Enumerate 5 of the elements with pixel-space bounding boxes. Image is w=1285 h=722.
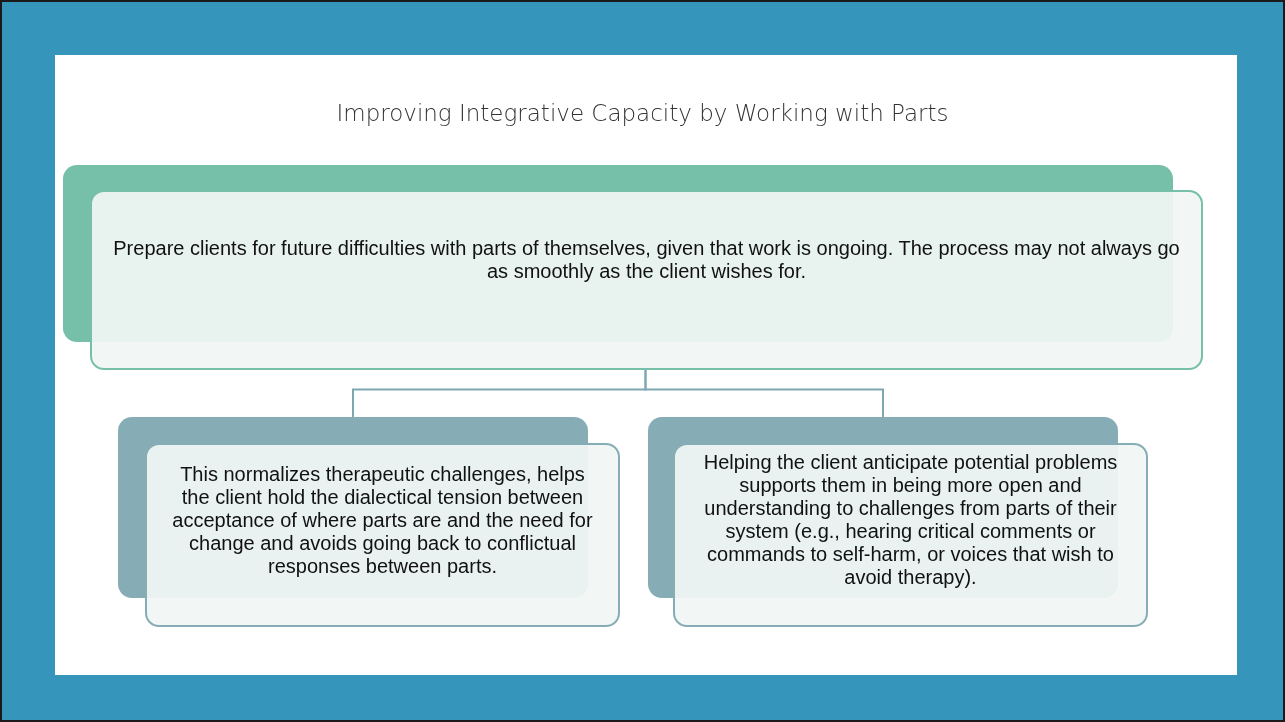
card-text: Prepare clients for future difficulties with parts of themselves, given that work is ongoing. The process may not always go as smoothly as the client wishes for. [112,237,1181,283]
connector-line [644,369,884,418]
title: Improving Integrative Capacity by Working with Parts [335,100,950,126]
card-text: This normalizes therapeutic challenges, helps the client hold the dialectical tension between acceptance of where parts are and the need for change and avoids going back to conflictual responses between parts. [171,462,594,578]
card-text: Helping the client anticipate potential problems supports them in being more open and understanding to challenges from parts of their system (e.g., hearing critical comments or commands to self-harm, or voices that wish to avoid therapy). [702,451,1119,589]
